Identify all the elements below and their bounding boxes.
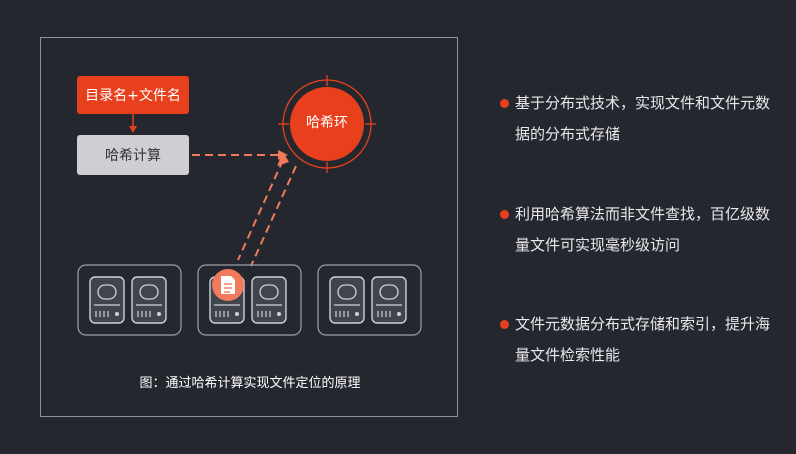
hash-ring [278, 75, 376, 173]
drive-icon [371, 276, 407, 324]
bullet-item: 文件元数据分布式存储和索引，提升海量文件检索性能 [500, 309, 780, 371]
drive-icon [131, 276, 167, 324]
server-groups [77, 264, 422, 336]
server-group [77, 264, 182, 336]
input-box: 目录名+文件名 [77, 76, 189, 114]
server-group [317, 264, 422, 336]
bullet-text: 利用哈希算法而非文件查找，百亿级数量文件可实现毫秒级访问 [515, 205, 771, 254]
arrow-input-to-compute [129, 114, 137, 133]
drive-icon [89, 276, 125, 324]
diagram-frame [40, 37, 458, 417]
bullet-dot-icon [500, 99, 509, 108]
bullet-item: 利用哈希算法而非文件查找，百亿级数量文件可实现毫秒级访问 [500, 199, 780, 261]
drive-icon [251, 276, 287, 324]
bullet-dot-icon [500, 210, 509, 219]
arrow-ring-to-file [237, 152, 297, 267]
server-group [197, 264, 302, 336]
ring-label: 哈希环 [306, 115, 348, 131]
bullet-dot-icon [500, 320, 509, 329]
compute-box: 哈希计算 [77, 135, 189, 175]
bullet-text: 文件元数据分布式存储和索引，提升海量文件检索性能 [515, 315, 771, 364]
file-icon [212, 269, 244, 301]
diagram-caption: 图：通过哈希计算实现文件定位的原理 [139, 376, 361, 391]
drive-icon [329, 276, 365, 324]
bullet-text: 基于分布式技术，实现文件和文件元数据的分布式存储 [515, 94, 771, 143]
bullet-item: 基于分布式技术，实现文件和文件元数据的分布式存储 [500, 88, 780, 150]
arrow-compute-to-ring [192, 150, 288, 160]
